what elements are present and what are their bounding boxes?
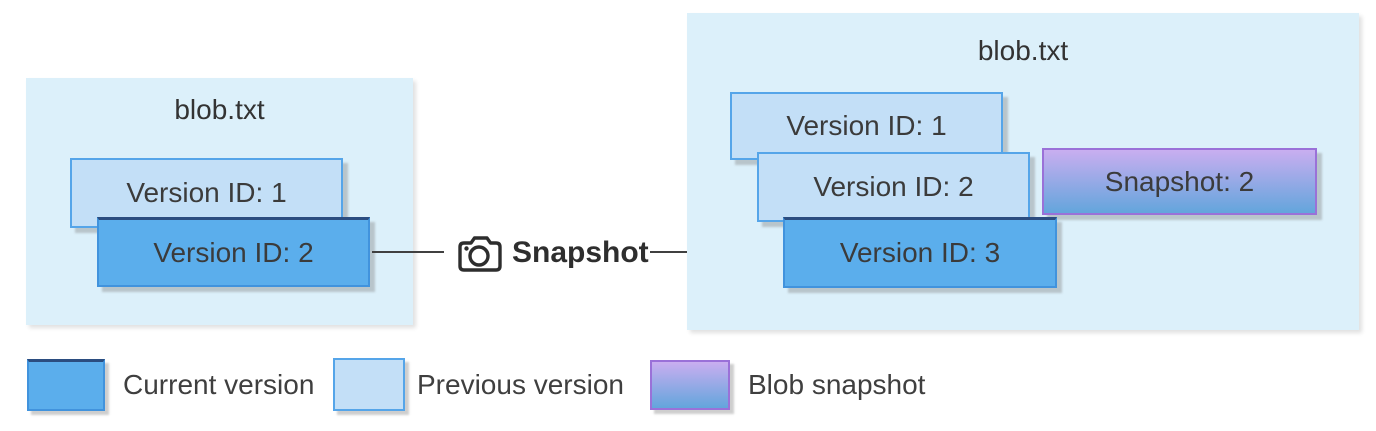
left-blob-title: blob.txt xyxy=(174,94,265,125)
right-version-3-box: Version ID: 3 xyxy=(783,217,1057,288)
snapshot-action-label: Snapshot xyxy=(512,236,649,269)
legend-snapshot-swatch xyxy=(650,360,730,410)
left-version-1-box: Version ID: 1 xyxy=(70,158,343,228)
right-snapshot-box: Snapshot: 2 xyxy=(1042,148,1317,215)
legend-current-label: Current version xyxy=(123,369,315,400)
connector-line-left xyxy=(372,251,444,253)
camera-icon xyxy=(458,236,502,272)
legend-current-swatch xyxy=(27,359,105,411)
right-version-1-box: Version ID: 1 xyxy=(730,92,1003,160)
left-version-2-box: Version ID: 2 xyxy=(97,217,370,287)
left-blob-container: blob.txt Version ID: 1 Version ID: 2 xyxy=(26,78,413,325)
legend-previous-label: Previous version xyxy=(417,369,624,400)
legend-snapshot-label: Blob snapshot xyxy=(748,369,926,400)
right-version-2-box: Version ID: 2 xyxy=(757,152,1030,222)
right-blob-title: blob.txt xyxy=(977,35,1069,66)
legend-previous-swatch xyxy=(333,358,405,411)
right-blob-container: blob.txt Version ID: 1 Version ID: 2 Sna… xyxy=(687,13,1359,330)
